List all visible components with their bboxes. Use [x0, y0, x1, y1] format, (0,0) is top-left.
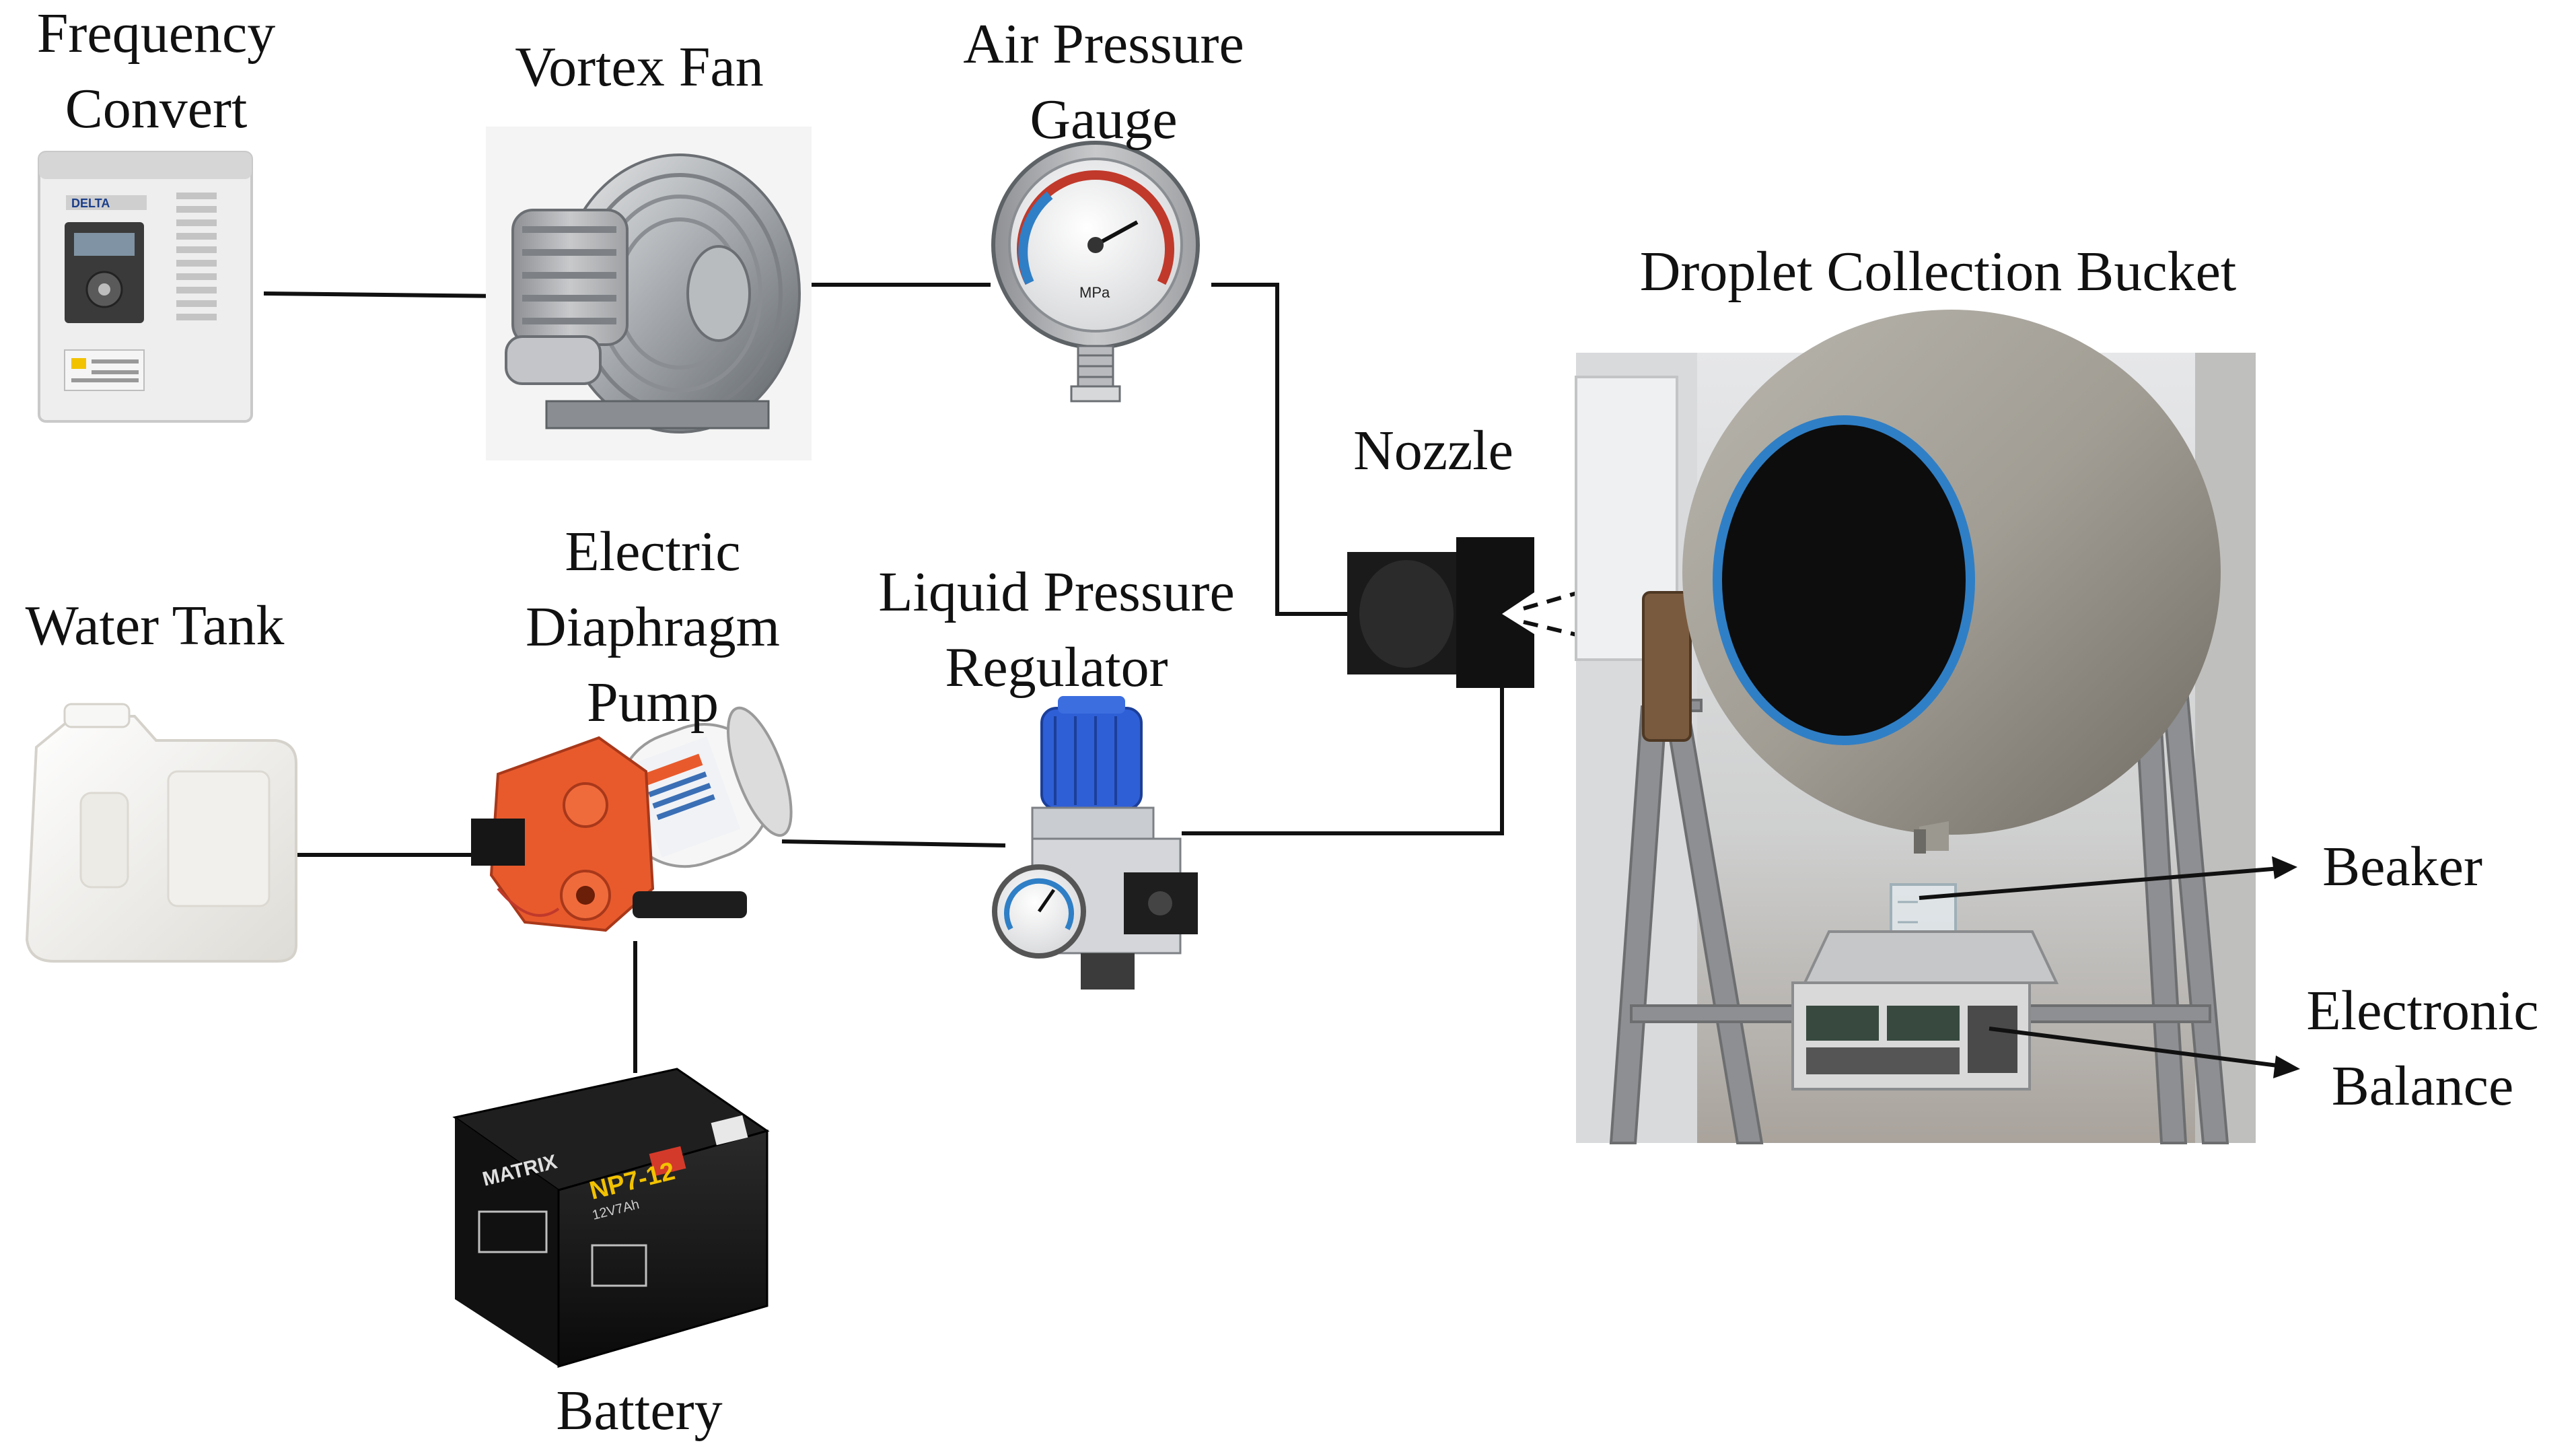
label-regulator-line2: Regulator [945, 636, 1168, 699]
label-air-pressure-gauge-line1: Air Pressure [963, 13, 1244, 75]
label-vortex-fan: Vortex Fan [515, 36, 764, 98]
label-battery: Battery [556, 1379, 723, 1442]
inverter-brand-text: DELTA [71, 197, 110, 210]
label-air-pressure-gauge-line2: Gauge [1030, 88, 1178, 151]
liquid-pressure-regulator-image [992, 696, 1198, 990]
water-tank-image [25, 703, 297, 963]
label-droplet-collection-bucket: Droplet Collection Bucket [1639, 240, 2237, 303]
label-balance-line2: Balance [2331, 1055, 2514, 1117]
line-pump-to-regulator [781, 839, 1006, 847]
frequency-converter-image: DELTA [38, 151, 253, 423]
label-frequency-convert-line1: Frequency [36, 2, 276, 65]
diaphragm-pump-image [471, 706, 793, 932]
droplet-bucket-photo [1575, 310, 2256, 1144]
converter-vents [176, 193, 217, 320]
label-liquid-pressure-regulator: Liquid Pressure Regulator [834, 555, 1279, 705]
label-pump-line3: Pump [586, 671, 719, 734]
label-air-pressure-gauge: Air Pressure Gauge [922, 7, 1285, 158]
bucket-opening [1713, 415, 1975, 745]
label-beaker: Beaker [2322, 835, 2482, 898]
label-frequency-convert: Frequency Convert [15, 0, 297, 147]
label-electronic-balance: Electronic Balance [2275, 973, 2571, 1124]
label-balance-line1: Electronic [2306, 979, 2539, 1042]
electronic-balance-object [1791, 930, 2059, 1090]
nozzle-image [1347, 537, 1534, 688]
gauge-unit-text: MPa [1079, 284, 1110, 301]
vortex-fan-image [486, 127, 812, 460]
label-regulator-line1: Liquid Pressure [878, 561, 1235, 623]
battery-image: MATRIX NP7-12 12V7Ah [452, 1068, 770, 1368]
line-regulator-to-nozzle [1182, 687, 1504, 835]
label-pump-line1: Electric [565, 520, 741, 583]
label-pump-line2: Diaphragm [526, 596, 780, 658]
air-pressure-gauge-image: MPa [991, 141, 1200, 403]
line-converter-to-fan [263, 291, 507, 298]
connection-lines [263, 283, 1504, 1073]
label-frequency-convert-line2: Convert [65, 77, 248, 140]
line-gauge-to-nozzle [1211, 283, 1347, 616]
label-electric-diaphragm-pump: Electric Diaphragm Pump [485, 514, 821, 740]
annotation-arrows [1919, 856, 2300, 1078]
label-nozzle: Nozzle [1353, 419, 1513, 482]
label-water-tank-text: Water Tank [25, 594, 285, 657]
